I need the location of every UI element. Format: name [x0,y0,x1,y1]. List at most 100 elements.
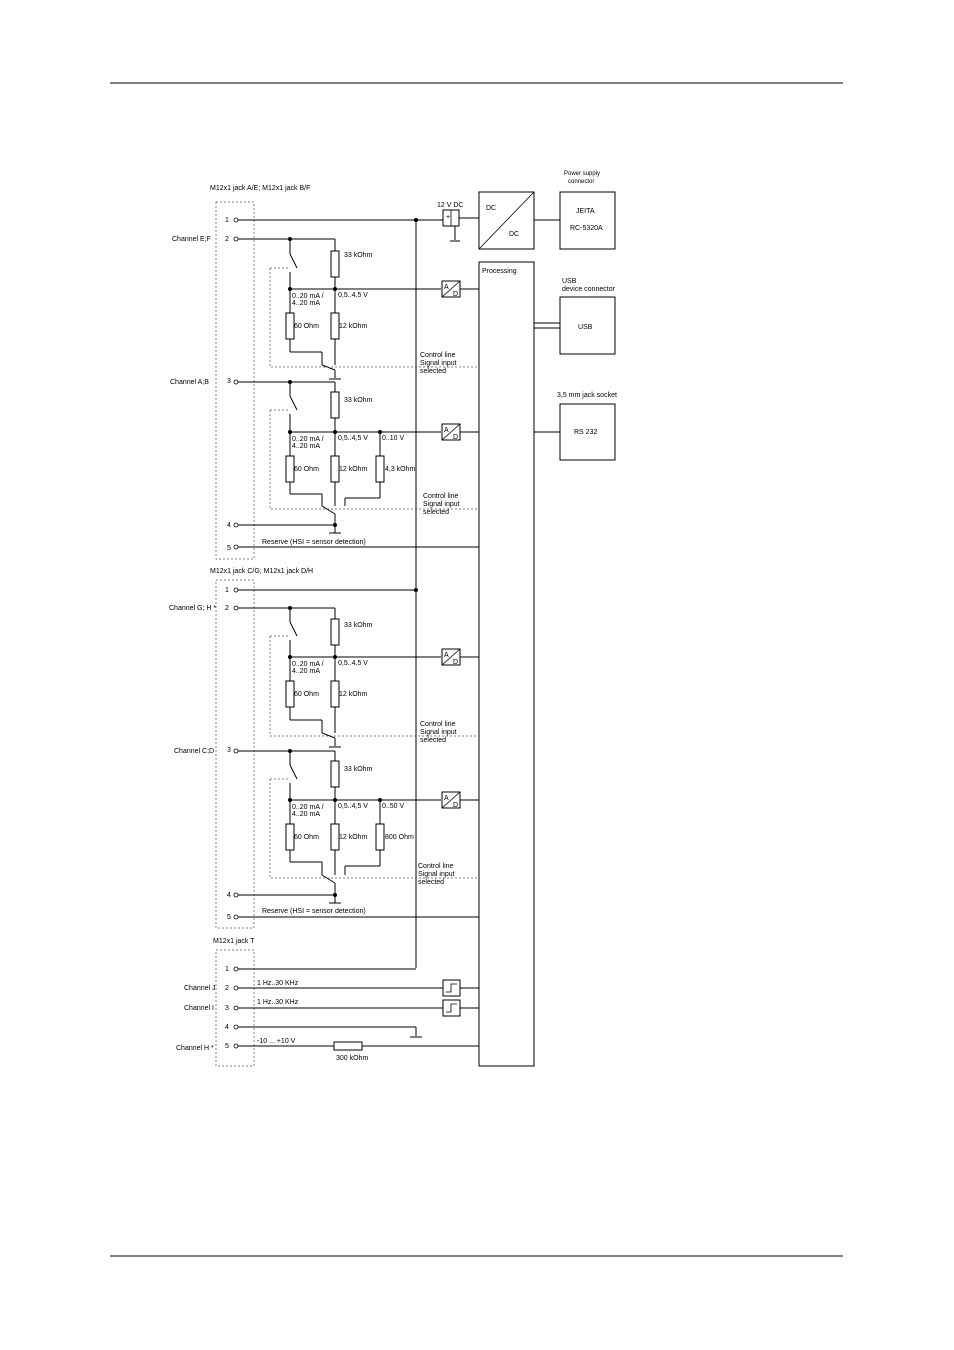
usb-title-2: device connector [562,286,616,293]
r800-label: 800 Ohm [385,834,414,841]
pin-terminal [233,587,239,593]
usb-label: USB [578,324,593,331]
resistor-12k [330,823,340,851]
resistor-33k [330,250,340,278]
control-line [269,779,478,879]
resistor-60 [285,312,295,340]
pin-terminal [233,1005,239,1011]
jack-cg-dh-label: M12x1 jack C/G; M12x1 jack D/H [210,568,313,575]
pin-terminal [233,748,239,754]
jack-ae-bf-label: M12x1 jack A/E; M12x1 jack B/F [210,185,310,192]
r60-label: 60 Ohm [294,691,319,698]
adc-a: A [444,795,449,802]
schmitt-trigger [442,979,461,997]
pin-4: 4 [227,522,231,529]
freq-j-label: 1 Hz..30 KHz [257,980,299,987]
pin-terminal [233,522,239,528]
dc-out-label: DC [509,231,519,238]
resistor-12k [330,312,340,340]
adc-d: D [453,434,458,441]
v45-label: 0,5..4,5 V [338,660,368,667]
pin-1: 1 [225,966,229,973]
control-line [269,268,478,368]
rs232-title: 3,5 mm jack socket [557,392,617,399]
freq-i-label: 1 Hz..30 KHz [257,999,299,1006]
ma-label-2: 4..20 mA [292,668,320,675]
pin-1: 1 [225,217,229,224]
adc-a: A [444,427,449,434]
resistor-12k [330,680,340,708]
adc-d: D [453,802,458,809]
switch [321,732,336,739]
rs232-label: RS 232 [574,429,597,436]
usb-title: USB [562,278,577,285]
schmitt-symbol [446,983,457,993]
control-line [269,636,478,737]
adc-a: A [444,652,449,659]
pin-2: 2 [225,236,229,243]
control-line-label: Control line [420,721,456,728]
control-line-label-3: selected [420,737,446,744]
adc-diagonal [441,791,461,809]
resistor-300k [333,1041,363,1051]
control-line-label-2: Signal input [420,729,457,736]
switch [289,253,298,269]
resistor-4k3 [375,455,385,483]
ma-label: 0..20 mA / [292,293,324,300]
channel-ab-label: Channel A;B [170,379,209,386]
switch [321,364,336,371]
volt-h-label: -10 ... +10 V [257,1038,296,1045]
adc-a: A [444,284,449,291]
usb-connector [559,296,616,355]
jeita-connector [559,191,616,250]
r33k-label: 33 kOhm [344,397,373,404]
r12k-label: 12 kOhm [339,691,368,698]
schmitt-symbol [446,1003,457,1013]
r43k-label: 4,3 kOhm [385,466,416,473]
resistor-12k [330,455,340,483]
pin-3: 3 [227,747,231,754]
pin-5: 5 [227,545,231,552]
v45-label: 0,5..4,5 V [338,803,368,810]
jack-ae-bf-frame [215,201,255,560]
pin-terminal [233,914,239,920]
pin-terminal [233,1024,239,1030]
ma-label-2: 4..20 mA [292,443,320,450]
pin-2: 2 [225,605,229,612]
resistor-60 [285,455,295,483]
pin-terminal [233,985,239,991]
jack-cg-dh-frame [215,579,255,929]
control-line-label: Control line [420,352,456,359]
junction-dot [414,588,418,592]
channel-j-label: Channel J [184,985,216,992]
pin-5: 5 [227,914,231,921]
v45-label: 0,5..4,5 V [338,435,368,442]
power-label: 12 V DC [437,202,463,209]
switch [289,764,298,780]
v10-label: 0..10 V [382,435,405,442]
pin-terminal [233,605,239,611]
pin-terminal [233,217,239,223]
plug-plus: + [446,214,450,221]
channel-gh-label: Channel G; H * [169,605,216,612]
rs232-connector [559,403,616,461]
pin-3: 3 [227,378,231,385]
reserve-label: Reserve (HSI = sensor detection) [262,539,366,546]
r33k-label: 33 kOhm [344,252,373,259]
r12k-label: 12 kOhm [339,466,368,473]
adc-d: D [453,291,458,298]
r300k-label: 300 kOhm [336,1055,368,1062]
pin-1: 1 [225,587,229,594]
converter-diagonal [478,191,535,250]
ma-label-2: 4..20 mA [292,811,320,818]
control-line-label: Control line [423,493,459,500]
control-line-label-2: Signal input [423,501,460,508]
ma-label: 0..20 mA / [292,804,324,811]
switch [289,621,298,637]
adc-diagonal [441,423,461,441]
v45-label: 0,5..4,5 V [338,292,368,299]
adc-diagonal [441,648,461,666]
pin-terminal [233,379,239,385]
pin-4: 4 [225,1024,229,1031]
